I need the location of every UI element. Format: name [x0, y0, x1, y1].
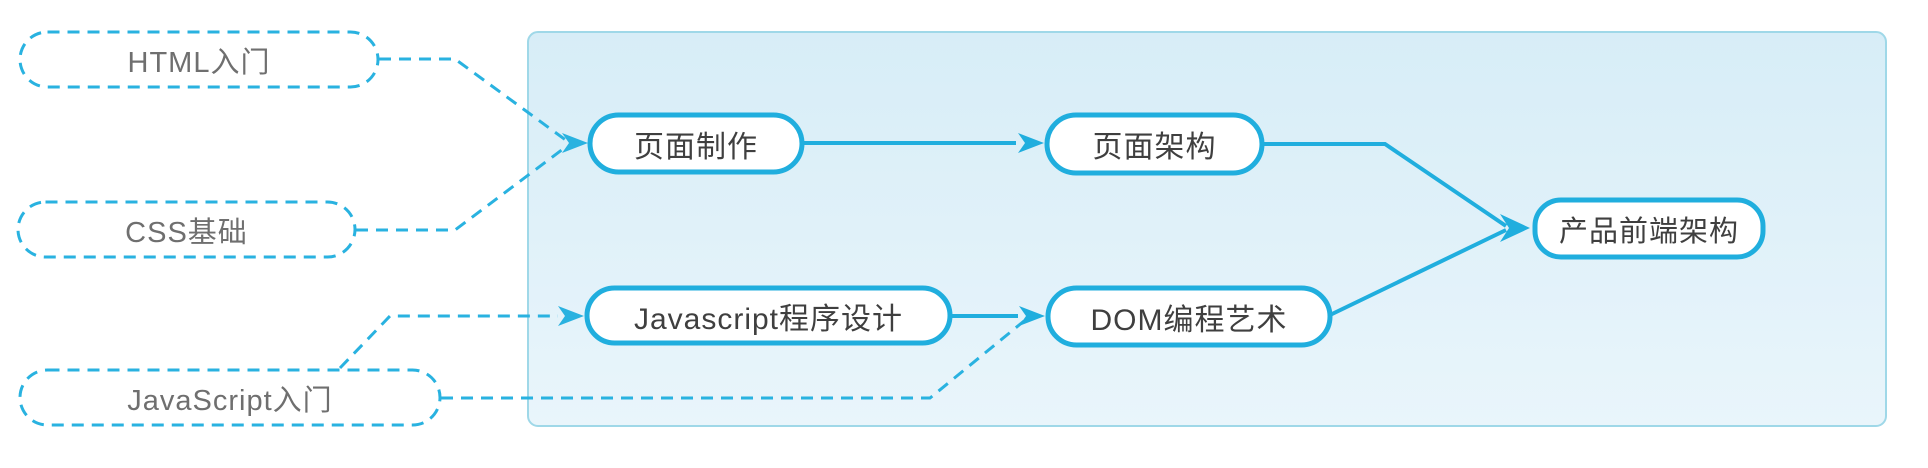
arrowhead-page-arch	[1018, 133, 1044, 153]
node-label-product-arch[interactable]: 产品前端架构	[1558, 215, 1739, 248]
arrowhead-js-prog	[558, 306, 584, 326]
node-label-js-prog[interactable]: Javascript程序设计	[633, 302, 904, 336]
node-shape-js-intro[interactable]	[18, 368, 442, 427]
node-shape-html-intro[interactable]	[18, 30, 380, 89]
node-shape-page-making[interactable]	[587, 112, 805, 175]
node-shape-product-arch[interactable]	[1532, 197, 1766, 260]
node-label-page-making[interactable]: 页面制作	[634, 130, 758, 164]
edge-dom-art-to-product-arch	[1329, 228, 1507, 317]
edge-html-intro-to-page-making	[379, 57, 568, 143]
arrowhead-dom-art	[1019, 306, 1045, 326]
edge-js-intro-to-js-prog	[338, 314, 558, 370]
edge-page-arch-to-product-arch	[1262, 142, 1508, 228]
node-label-html-intro[interactable]: HTML入门	[127, 46, 271, 79]
node-shape-js-prog[interactable]	[584, 285, 953, 346]
node-label-js-intro[interactable]: JavaScript入门	[127, 384, 333, 417]
arrowhead-product-arch	[1500, 214, 1530, 242]
node-label-dom-art[interactable]: DOM编程艺术	[1090, 303, 1288, 337]
edge-js-intro-to-dom-art	[441, 319, 1025, 400]
node-shape-css-basic[interactable]	[16, 200, 357, 259]
node-shape-page-arch[interactable]	[1044, 112, 1265, 176]
node-label-page-arch[interactable]: 页面架构	[1092, 131, 1217, 164]
node-shape-dom-art[interactable]	[1045, 285, 1333, 348]
arrowhead-page-making	[562, 133, 588, 153]
node-label-css-basic[interactable]: CSS基础	[125, 216, 248, 249]
